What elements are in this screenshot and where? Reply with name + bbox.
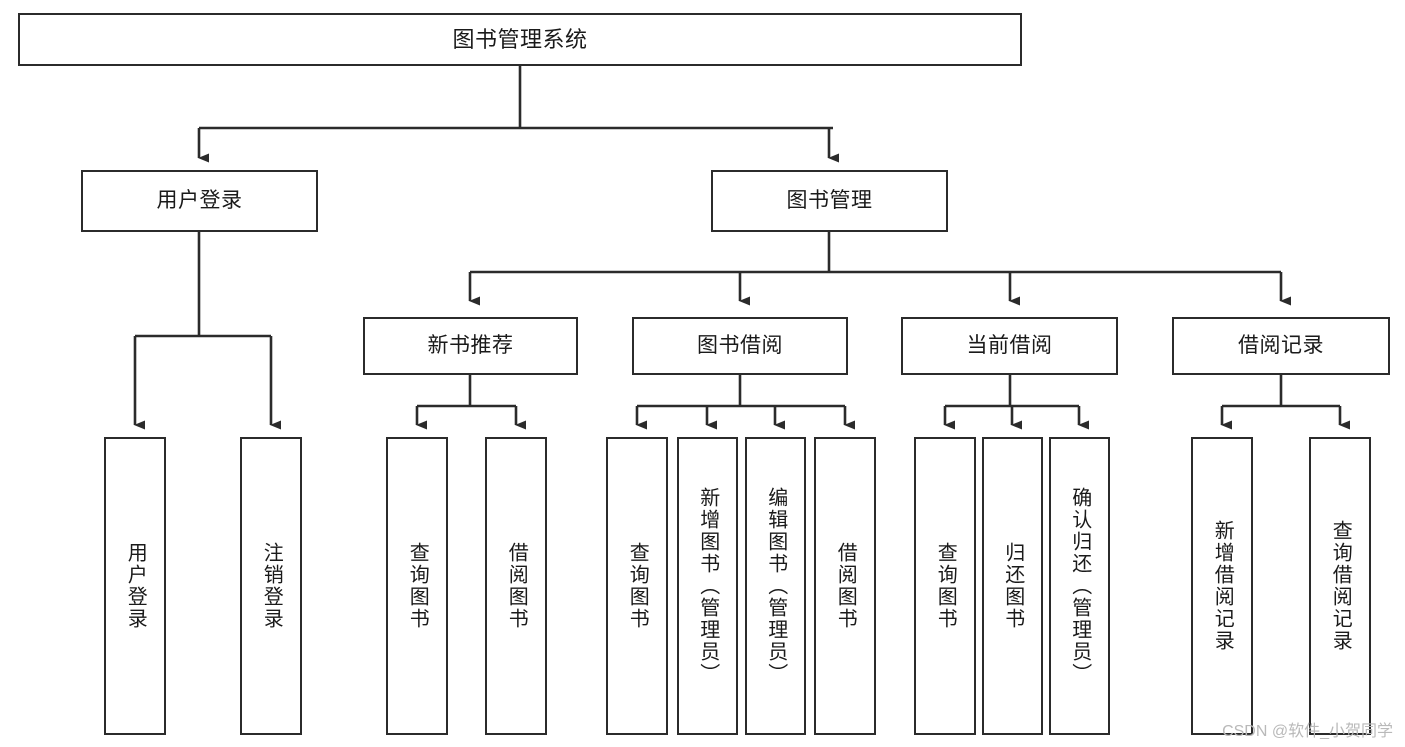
node-book-borrow[interactable]: 图书借阅 — [632, 317, 848, 375]
node-book-management-label: 图书管理 — [786, 188, 873, 212]
leaf-query-books-current[interactable]: 查询图书 — [914, 437, 976, 735]
leaf-query-books-borrow[interactable]: 查询图书 — [606, 437, 668, 735]
leaf-query-books-borrow-label: 查询图书 — [626, 542, 649, 630]
leaf-user-login-label: 用户登录 — [124, 542, 147, 630]
node-user-login[interactable]: 用户登录 — [81, 170, 318, 232]
leaf-borrow-books-new-label: 借阅图书 — [505, 542, 528, 630]
leaf-user-login[interactable]: 用户登录 — [104, 437, 166, 735]
leaf-edit-book-admin[interactable]: 编辑图书（管理员） — [745, 437, 806, 735]
leaf-borrow-books-borrow-label: 借阅图书 — [834, 542, 857, 630]
leaf-return-books-label: 归还图书 — [1001, 542, 1024, 630]
leaf-logout[interactable]: 注销登录 — [240, 437, 302, 735]
node-new-book-recommend[interactable]: 新书推荐 — [363, 317, 578, 375]
leaf-query-borrow-record[interactable]: 查询借阅记录 — [1309, 437, 1371, 735]
node-current-borrow[interactable]: 当前借阅 — [901, 317, 1118, 375]
node-root[interactable]: 图书管理系统 — [18, 13, 1022, 66]
leaf-query-books-new[interactable]: 查询图书 — [386, 437, 448, 735]
leaf-query-books-new-label: 查询图书 — [406, 542, 429, 630]
leaf-query-books-current-label: 查询图书 — [934, 542, 957, 630]
node-borrow-records[interactable]: 借阅记录 — [1172, 317, 1390, 375]
node-book-management[interactable]: 图书管理 — [711, 170, 948, 232]
leaf-return-books[interactable]: 归还图书 — [982, 437, 1043, 735]
leaf-add-book-admin-label: 新增图书（管理员） — [696, 487, 719, 685]
node-current-borrow-label: 当前借阅 — [966, 333, 1053, 357]
leaf-edit-book-admin-label: 编辑图书（管理员） — [764, 487, 787, 685]
leaf-logout-label: 注销登录 — [260, 542, 283, 630]
leaf-confirm-return-admin[interactable]: 确认归还（管理员） — [1049, 437, 1110, 735]
csdn-watermark: CSDN @软件_小贺同学 — [1222, 723, 1393, 740]
leaf-add-borrow-record-label: 新增借阅记录 — [1211, 520, 1234, 652]
leaf-borrow-books-new[interactable]: 借阅图书 — [485, 437, 547, 735]
leaf-add-borrow-record[interactable]: 新增借阅记录 — [1191, 437, 1253, 735]
leaf-borrow-books-borrow[interactable]: 借阅图书 — [814, 437, 876, 735]
node-user-login-label: 用户登录 — [156, 188, 243, 212]
node-borrow-records-label: 借阅记录 — [1238, 333, 1324, 357]
node-new-book-recommend-label: 新书推荐 — [427, 333, 514, 357]
node-book-borrow-label: 图书借阅 — [697, 333, 783, 357]
leaf-query-borrow-record-label: 查询借阅记录 — [1329, 520, 1352, 652]
leaf-add-book-admin[interactable]: 新增图书（管理员） — [677, 437, 738, 735]
node-root-label: 图书管理系统 — [452, 26, 588, 52]
leaf-confirm-return-admin-label: 确认归还（管理员） — [1068, 487, 1091, 685]
